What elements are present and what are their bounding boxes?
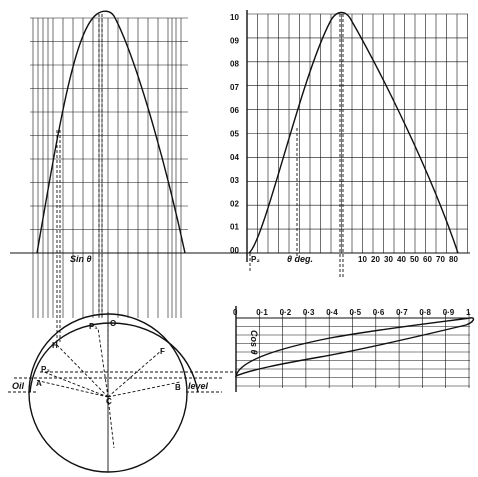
sine-tick-label: 08 — [230, 60, 239, 69]
radius-H — [55, 343, 109, 398]
theta-tick-label: 10 — [358, 255, 367, 264]
sine-tick-label: 02 — [230, 199, 239, 208]
radius-F — [107, 349, 163, 398]
sine-tick-label: 00 — [230, 246, 239, 255]
theta-tick-label: 50 — [410, 255, 419, 264]
cos-tick-label: 0·4 — [326, 308, 338, 317]
cos-grid — [235, 306, 472, 392]
right-grid — [246, 13, 468, 254]
label-O: O — [110, 319, 116, 328]
cos-tick-label: 0·6 — [373, 308, 385, 317]
radius-B — [107, 381, 181, 398]
radius-P2 — [43, 371, 109, 398]
cos-tick-label: 0·3 — [303, 308, 315, 317]
cos-tick-label: 0 — [233, 308, 238, 317]
theta-tick-label: 70 — [436, 255, 445, 264]
sine-tick-label: 03 — [230, 176, 239, 185]
outer-arc — [29, 322, 199, 393]
theta-tick-label: 40 — [397, 255, 406, 264]
sine-tick-label: 06 — [230, 106, 239, 115]
sine-tick-label: 09 — [230, 36, 239, 45]
cos-tick-label: 0·7 — [396, 308, 408, 317]
theta-tick-label: 20 — [371, 255, 380, 264]
cos-tick-label: 0·8 — [419, 308, 431, 317]
cos-tick-label: 0·9 — [443, 308, 455, 317]
left-sine-curve — [36, 10, 186, 254]
cos-tick-label: 0·2 — [280, 308, 292, 317]
sine-tick-label: 10 — [230, 13, 239, 22]
label-C: C — [106, 397, 112, 406]
sine-curve-label: Sin θ — [70, 254, 92, 264]
sine-tick-label: 04 — [230, 153, 239, 162]
label-F: F — [160, 347, 165, 356]
label-P2: P₂ — [41, 365, 50, 374]
theta-tick-label: 30 — [384, 255, 393, 264]
radius-lower — [107, 396, 115, 449]
label-A: A — [36, 379, 42, 388]
p2-axis-label: P₂ — [251, 255, 260, 264]
oil-label: Oil — [12, 381, 25, 391]
level-label: level — [188, 381, 209, 391]
theta-tick-labels: 10 20 30 40 50 60 70 80 — [358, 255, 458, 264]
left-grid — [30, 17, 188, 318]
cos-tick-label: 0·1 — [256, 308, 268, 317]
cos-tick-label: 1 — [466, 308, 471, 317]
label-P1: P₁ — [89, 322, 98, 331]
sine-tick-label: 07 — [230, 83, 239, 92]
cos-curve — [234, 317, 475, 378]
radius-P1 — [97, 327, 109, 398]
label-H: H — [52, 341, 58, 350]
cos-tick-label: 0·5 — [350, 308, 362, 317]
sine-tick-label: 01 — [230, 223, 239, 232]
theta-tick-label: 60 — [423, 255, 432, 264]
label-B: B — [175, 383, 181, 392]
sine-tick-label: 05 — [230, 130, 239, 139]
right-sine-curve — [248, 11, 459, 254]
radius-A — [34, 379, 109, 398]
theta-tick-label: 80 — [449, 255, 458, 264]
sine-tick-labels: 10 09 08 07 06 05 04 03 02 01 00 — [230, 13, 239, 255]
cos-axis-label: Cos θ — [249, 330, 259, 355]
theta-axis-label: θ deg. — [287, 254, 313, 264]
cos-tick-labels: 0 0·1 0·2 0·3 0·4 0·5 0·6 0·7 0·8 0·9 1 — [233, 308, 471, 317]
